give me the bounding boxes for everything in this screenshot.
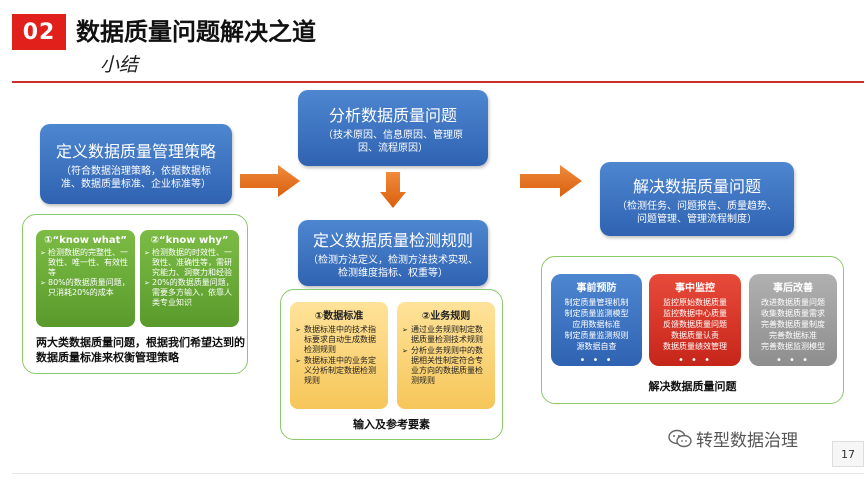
analyze-box: 分析数据质量问题 （技术原因、信息原因、管理原因、流程原因） [298, 90, 488, 166]
list-item: 完善数据标准 [769, 331, 817, 340]
list-item: 完善数据监测模型 [761, 342, 825, 351]
section-number-badge: 02 [12, 14, 66, 50]
data-standard-title: ①数据标准 [314, 311, 364, 322]
list-item: 数据质量认责 [671, 331, 719, 340]
detect-rules-desc: （检测方法定义，检测方法技术实现、检测维度指标、权重等） [308, 254, 478, 279]
list-item: 收集数据质量需求 [761, 309, 825, 318]
list-item: 检测数据的完整性、一致性、唯一性、有效性等 [40, 248, 131, 278]
arrow-down-icon [380, 172, 406, 208]
business-rules-title: ②业务规则 [421, 311, 471, 322]
analyze-desc: （技术原因、信息原因、管理原因、流程原因） [323, 129, 463, 154]
solve-desc: （检测任务、问题报告、质量趋势、问题管理、管理流程制度） [617, 200, 777, 225]
list-item: 80%的数据质量问题，只消耗20%的成本 [40, 278, 131, 298]
solve-title: 解决数据质量问题 [632, 176, 761, 196]
page-number: 17 [832, 441, 864, 467]
solve-phases-caption: 解决数据质量问题 [648, 380, 737, 393]
analyze-title: 分析数据质量问题 [328, 105, 457, 125]
ellipsis: • • • [579, 355, 614, 366]
inputs-caption: 输入及参考要素 [353, 418, 430, 431]
monitoring-title: 事中监控 [675, 283, 715, 294]
list-item: 制定质量监测规则 [564, 331, 629, 340]
define-strategy-desc: （符合数据治理策略，依据数据标准、数据质量标准、企业标准等） [61, 165, 211, 190]
define-strategy-box: 定义数据质量管理策略 （符合数据治理策略，依据数据标准、数据质量标准、企业标准等… [40, 124, 232, 204]
list-item: 通过业务规则制定数据质量检测技术规则 [402, 325, 490, 345]
page-subtitle: 小结 [100, 54, 139, 76]
list-item: 检测数据的时效性、一致性、准确性等，需研究能力、洞察力和经验 [144, 248, 235, 278]
arrow-right-icon [240, 165, 300, 197]
wechat-icon [668, 429, 692, 447]
list-item: 制定质量管理机制 [564, 298, 629, 307]
watermark-text: 转型数据治理 [696, 431, 798, 451]
list-item: 分析业务规则中的数据相关性制定符合专业方向的数据质量检测规则 [402, 346, 490, 386]
list-item: 完善数据质量制度 [761, 320, 825, 329]
improvement-card: 事后改善 改进数据质量问题 收集数据质量需求 完善数据质量制度 完善数据标准 完… [749, 274, 837, 366]
detect-rules-title: 定义数据质量检测规则 [312, 230, 473, 250]
ellipsis: • • • [677, 355, 713, 366]
list-item: 数据标准中的业务定义分析制定数据检测规则 [295, 356, 383, 386]
arrow-right-icon [520, 165, 582, 197]
page-title: 数据质量问题解决之道 [76, 18, 316, 46]
ellipsis: • • • [775, 355, 811, 366]
detect-rules-box: 定义数据质量检测规则 （检测方法定义，检测方法技术实现、检测维度指标、权重等） [298, 220, 488, 286]
footer-divider [12, 473, 864, 474]
list-item: 数据质量绩效管理 [663, 342, 727, 351]
list-item: 源数据自查 [576, 342, 617, 351]
know-what-card: ①“know what” 检测数据的完整性、一致性、唯一性、有效性等 80%的数… [36, 230, 135, 327]
problem-types-caption: 两大类数据质量问题，根据我们希望达到的数据质量标准来权衡管理策略 [36, 336, 245, 364]
know-why-title: ②“know why” [150, 235, 229, 246]
prevention-card: 事前预防 制定质量管理机制 制定质量监测模型 应用数据标准 制定质量监测规则 源… [551, 274, 642, 366]
data-standard-card: ①数据标准 数据标准中的技术指标要求自动生成数据检测规则 数据标准中的业务定义分… [290, 302, 388, 409]
list-item: 监控数据中心质量 [663, 309, 727, 318]
list-item: 反馈数据质量问题 [663, 320, 727, 329]
list-item: 数据标准中的技术指标要求自动生成数据检测规则 [295, 325, 383, 355]
define-strategy-title: 定义数据质量管理策略 [55, 141, 216, 161]
header-divider [12, 81, 864, 83]
prevention-title: 事前预防 [576, 283, 617, 294]
list-item: 监控原始数据质量 [663, 298, 727, 307]
list-item: 改进数据质量问题 [761, 298, 825, 307]
monitoring-card: 事中监控 监控原始数据质量 监控数据中心质量 反馈数据质量问题 数据质量认责 数… [649, 274, 741, 366]
list-item: 应用数据标准 [572, 320, 621, 329]
watermark: 转型数据治理 [668, 426, 798, 451]
business-rules-card: ②业务规则 通过业务规则制定数据质量检测技术规则 分析业务规则中的数据相关性制定… [397, 302, 495, 409]
list-item: 制定质量监测模型 [564, 309, 629, 318]
improvement-title: 事后改善 [773, 283, 813, 294]
know-why-card: ②“know why” 检测数据的时效性、一致性、准确性等，需研究能力、洞察力和… [140, 230, 239, 327]
know-what-title: ①“know what” [44, 235, 127, 246]
list-item: 20%的数据质量问题，需要多方输入，依靠人类专业知识 [144, 278, 235, 308]
solve-box: 解决数据质量问题 （检测任务、问题报告、质量趋势、问题管理、管理流程制度） [600, 162, 794, 236]
